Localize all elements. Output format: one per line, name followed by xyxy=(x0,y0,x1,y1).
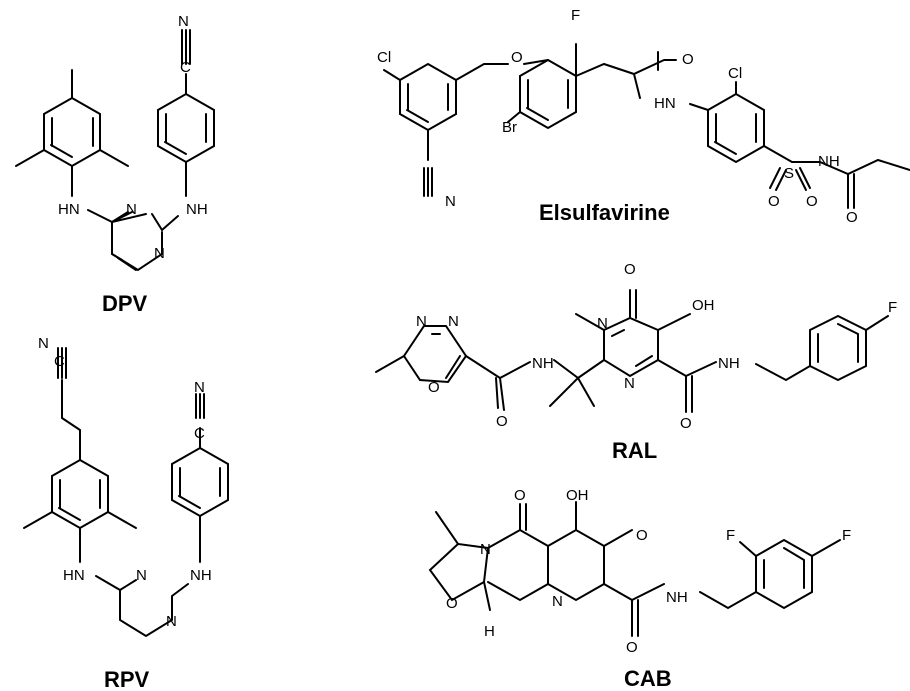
dpv-nitrile-n: N xyxy=(178,13,189,30)
ral-keto-o: O xyxy=(624,261,636,278)
rpv-nitrile-c-2: C xyxy=(194,425,205,442)
elsulfavirine-ether-o: O xyxy=(511,49,523,66)
elsulfavirine-structure: Cl O F Br N O HN Cl S NH O O O xyxy=(377,7,910,226)
dpv-structure: HN NH N N C N xyxy=(15,13,215,272)
elsulfavirine-label: Elsulfavirine xyxy=(539,200,670,225)
rpv-nitrile-c-1: C xyxy=(54,353,65,370)
elsulfavirine-cl-1: Cl xyxy=(377,49,391,66)
cab-f-1: F xyxy=(726,527,735,544)
elsulfavirine-cl-2: Cl xyxy=(728,65,742,82)
dpv-pyrimidine-n1: N xyxy=(126,201,137,218)
elsulfavirine-s: S xyxy=(784,165,794,182)
dpv-pyrimidine-n3: N xyxy=(154,245,165,262)
ral-amide-o-1: O xyxy=(496,413,508,430)
rpv-label: RPV xyxy=(104,667,150,691)
dpv-nitrile-c: C xyxy=(180,59,191,76)
ral-amide-o-2: O xyxy=(680,415,692,432)
cab-stereo-h: H xyxy=(484,623,495,640)
ral-pyrimidinone-n3: N xyxy=(624,375,635,392)
ral-oxadiazole-n2: N xyxy=(448,313,459,330)
cab-keto-o-2: O xyxy=(636,527,648,544)
ral-oxadiazole-o: O xyxy=(428,379,440,396)
elsulfavirine-br: Br xyxy=(502,119,517,136)
rpv-structure: N C HN NH N N N C xyxy=(23,335,229,638)
ral-f: F xyxy=(888,299,897,316)
ral-label: RAL xyxy=(612,438,657,463)
rpv-pyrimidine-n1: N xyxy=(136,567,147,584)
elsulfavirine-f: F xyxy=(571,7,580,24)
dpv-nh-right: NH xyxy=(186,201,208,218)
elsulfavirine-sulfonyl-o2: O xyxy=(806,193,818,210)
ral-amide-nh-2: NH xyxy=(718,355,740,372)
cab-keto-o-1: O xyxy=(514,487,526,504)
elsulfavirine-acyl-o: O xyxy=(846,209,858,226)
rpv-nitrile-n-2: N xyxy=(194,379,205,396)
elsulfavirine-sulfonyl-o1: O xyxy=(768,193,780,210)
elsulfavirine-carbonyl-o: O xyxy=(682,51,694,68)
ral-structure: N N O O NH N O OH N O NH F xyxy=(375,261,897,432)
ral-hydroxyl: OH xyxy=(692,297,715,314)
elsulfavirine-sulfonamide-nh: NH xyxy=(818,153,840,170)
rpv-pyrimidine-n3: N xyxy=(166,613,177,630)
dpv-label: DPV xyxy=(102,291,148,316)
rpv-nh-left: HN xyxy=(63,567,85,584)
cab-pyridinone-n: N xyxy=(552,593,563,610)
rpv-nh-right: NH xyxy=(190,567,212,584)
rpv-nitrile-n-1: N xyxy=(38,335,49,352)
cab-structure: N O H O OH O N O NH F F xyxy=(428,487,851,656)
elsulfavirine-amide-nh: HN xyxy=(654,95,676,112)
elsulfavirine-nitrile-n: N xyxy=(445,193,456,210)
ral-amide-nh-1: NH xyxy=(532,355,554,372)
ral-pyrimidinone-n1: N xyxy=(597,315,608,332)
cab-amide-o: O xyxy=(626,639,638,656)
cab-hydroxyl: OH xyxy=(566,487,589,504)
cab-f-2: F xyxy=(842,527,851,544)
cab-label: CAB xyxy=(624,666,672,691)
dpv-nh-left: HN xyxy=(58,201,80,218)
ral-oxadiazole-n1: N xyxy=(416,313,427,330)
cab-oxazolidine-o: O xyxy=(446,595,458,612)
cab-amide-nh: NH xyxy=(666,589,688,606)
cab-oxazolidine-n: N xyxy=(480,541,491,558)
